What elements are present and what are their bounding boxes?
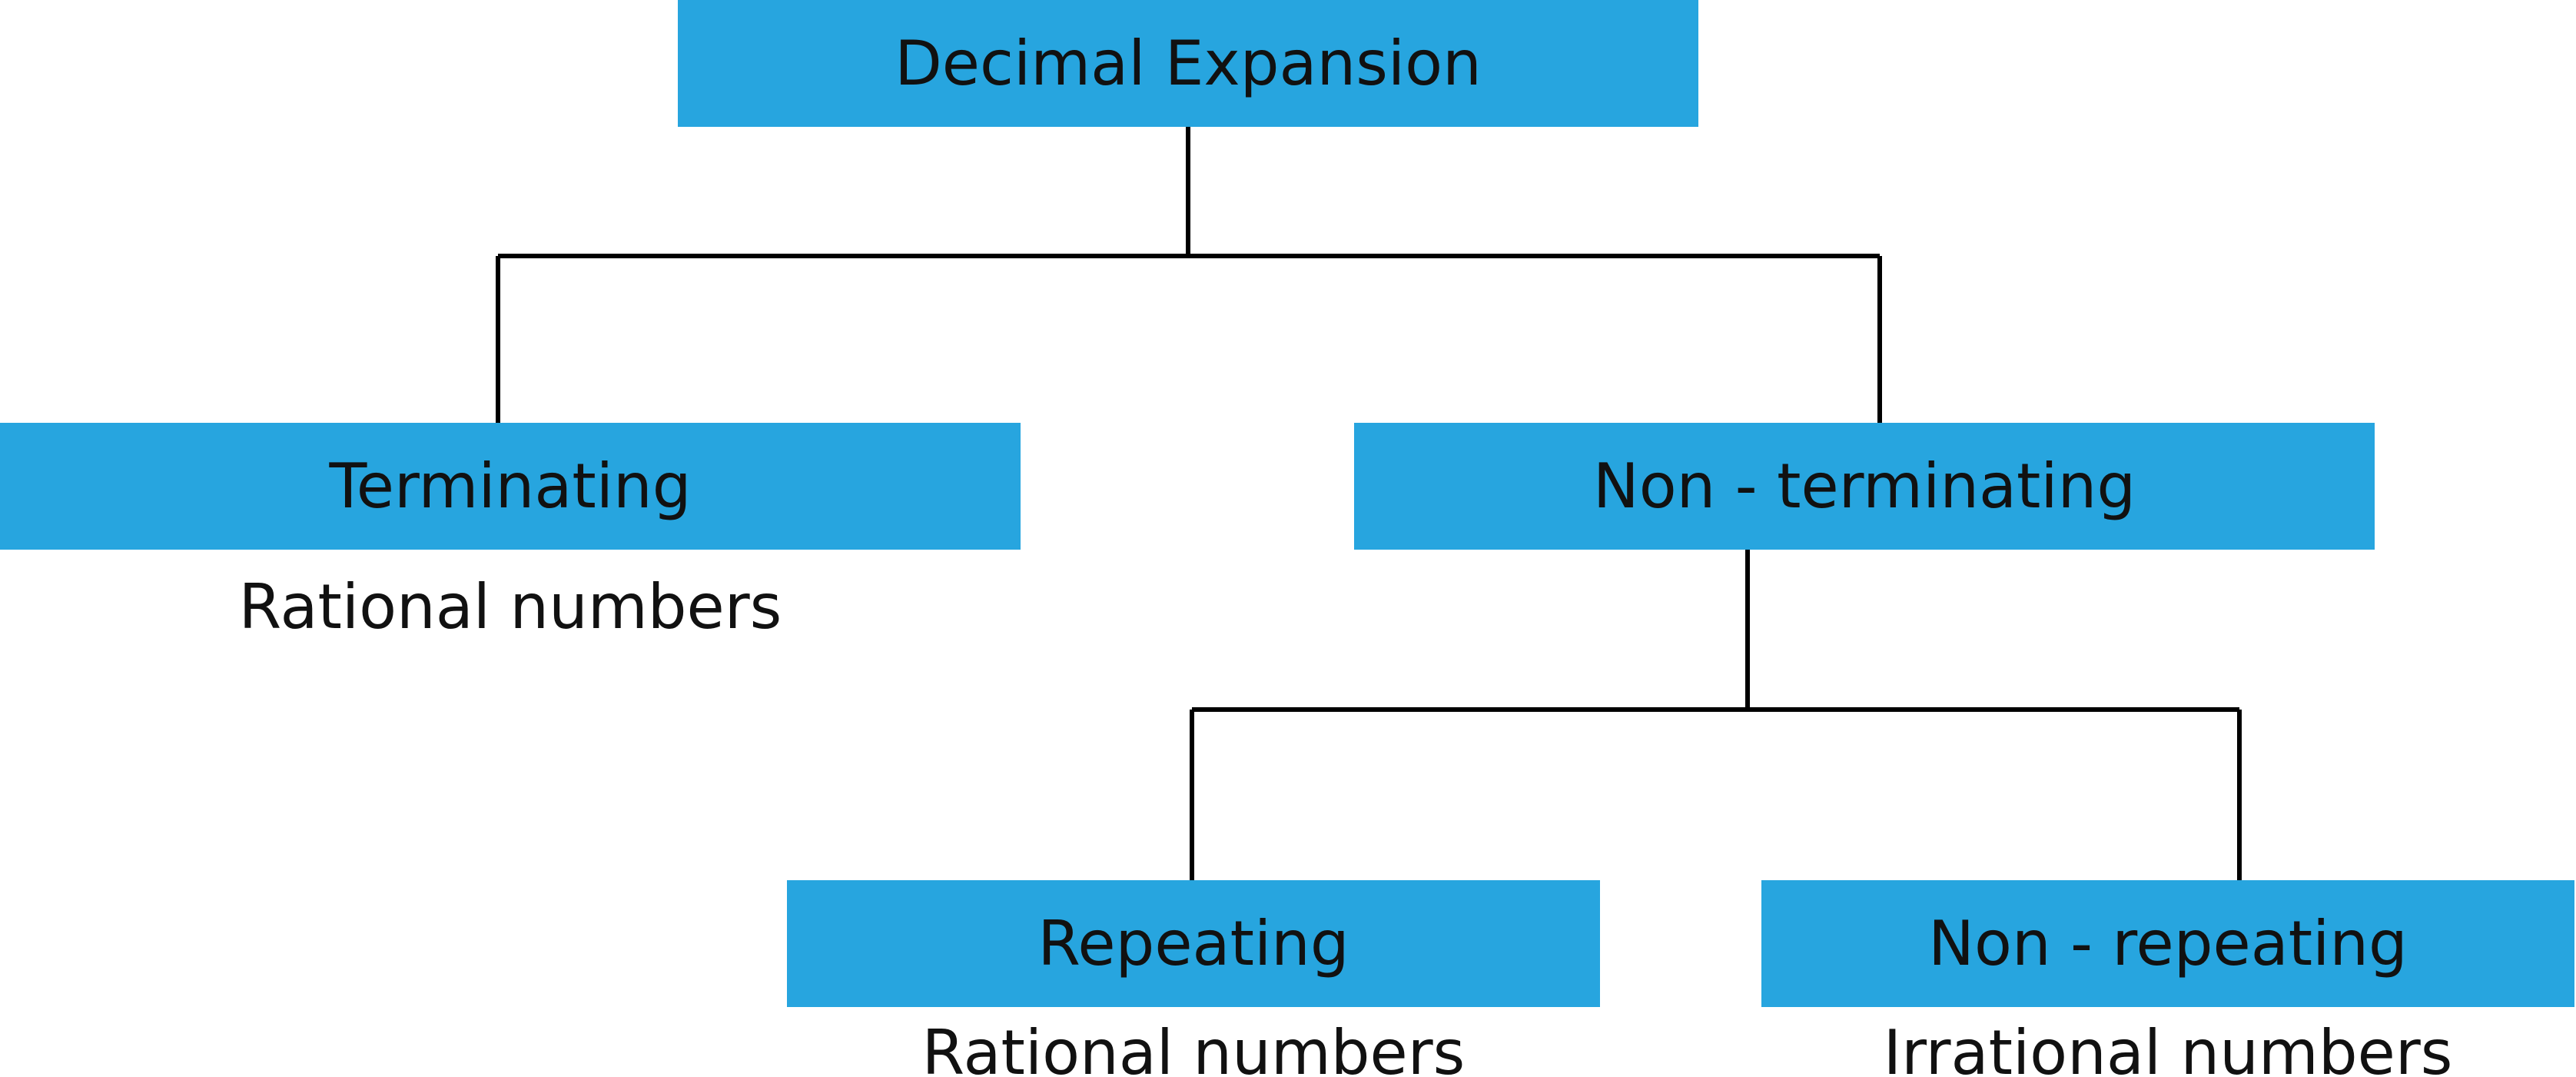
caption-non-repeating: Irrational numbers — [1883, 1017, 2453, 1077]
node-label: Repeating — [1037, 907, 1349, 979]
node-non-terminating: Non - terminating — [1354, 423, 2375, 550]
node-label: Decimal Expansion — [895, 27, 1482, 99]
node-label: Terminating — [329, 450, 692, 522]
node-label: Non - repeating — [1928, 907, 2408, 979]
caption-terminating: Rational numbers — [238, 571, 782, 643]
caption-repeating: Rational numbers — [921, 1017, 1466, 1077]
node-terminating: Terminating — [0, 423, 1021, 550]
node-label: Non - terminating — [1592, 450, 2136, 522]
node-repeating: Repeating — [787, 880, 1600, 1007]
node-non-repeating: Non - repeating — [1761, 880, 2574, 1007]
node-decimal-expansion: Decimal Expansion — [678, 0, 1698, 127]
